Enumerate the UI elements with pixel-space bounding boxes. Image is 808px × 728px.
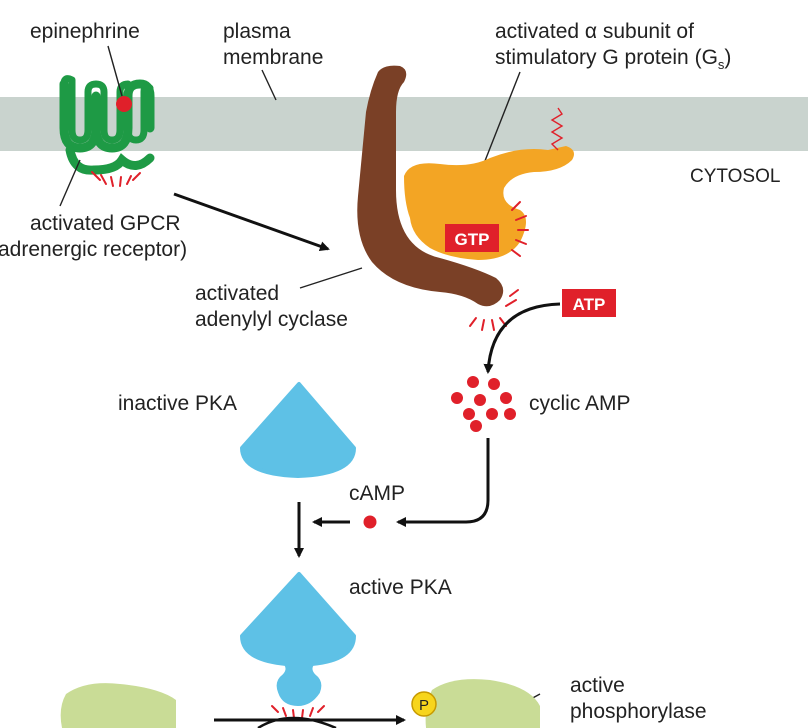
active-phosphorylase xyxy=(425,679,540,728)
epinephrine-molecule xyxy=(116,96,132,112)
arrow-gpcr-to-cyclase xyxy=(173,192,330,252)
plasma-membrane-label-1: plasma xyxy=(223,20,291,43)
phosphate-icon xyxy=(411,691,437,717)
phosphate-label: P xyxy=(419,697,429,714)
inactive-pka xyxy=(240,382,356,478)
gpcr-receptor-tail xyxy=(65,145,155,175)
atp-label: ATP xyxy=(573,295,606,314)
gtp-box xyxy=(445,224,499,252)
adenylyl-cyclase xyxy=(357,65,504,307)
cytosol-label: CYTOSOL xyxy=(690,166,780,187)
inactive-phosphorylase xyxy=(60,683,176,728)
cyclic-amp-molecules xyxy=(451,376,516,432)
g-alpha-label-1: activated α subunit of xyxy=(495,20,694,43)
active-pka-label: active PKA xyxy=(349,576,452,599)
cyclic-amp-label: cyclic AMP xyxy=(529,392,631,415)
arrow-camp-to-pka xyxy=(396,438,490,527)
gpcr-receptor-loops xyxy=(60,75,154,144)
cyclase-label-2: adenylyl cyclase xyxy=(195,308,348,331)
pka-activation-marks xyxy=(271,705,325,719)
inactive-pka-label: inactive PKA xyxy=(118,392,237,415)
atp-box xyxy=(562,289,616,317)
plasma-membrane-label-2: membrane xyxy=(223,46,323,69)
camp-molecule xyxy=(363,515,377,529)
arrow-atp-to-camp xyxy=(483,302,561,374)
active-pka xyxy=(240,572,356,706)
g-alpha-label-2: stimulatory G protein (Gs) xyxy=(495,46,731,72)
epinephrine-label: epinephrine xyxy=(30,20,140,43)
gpcr-label-2: adrenergic receptor) xyxy=(0,238,187,261)
gtp-activation-marks xyxy=(511,201,529,257)
cyclase-label-1: activated xyxy=(195,282,279,305)
gpcr-activation-marks xyxy=(91,171,141,187)
gpcr-label-1: activated GPCR xyxy=(30,212,181,235)
gtp-label: GTP xyxy=(455,230,490,249)
g-alpha-anchor-icon xyxy=(550,107,564,151)
phosphorylase-label-2: phosphorylase xyxy=(570,700,707,723)
arrow-phosphorylation-curve xyxy=(257,716,337,728)
camp-label: cAMP xyxy=(349,482,405,505)
phosphorylase-label-1: active xyxy=(570,674,625,697)
